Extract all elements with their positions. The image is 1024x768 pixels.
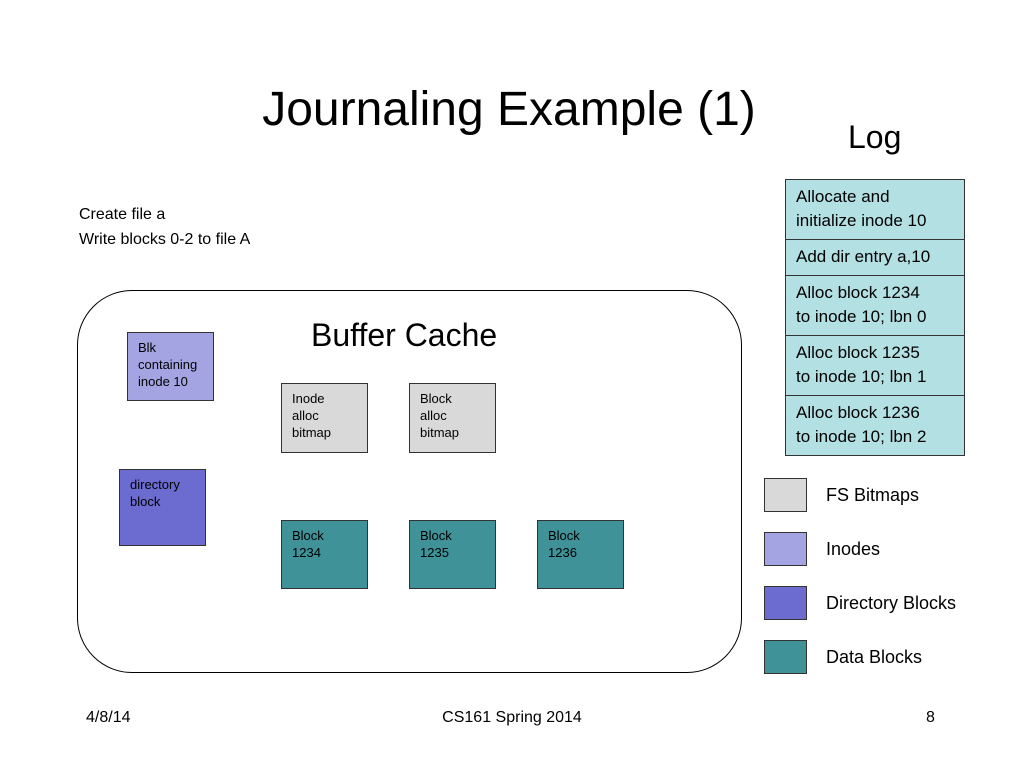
log-entry-text: to inode 10; lbn 0 xyxy=(796,307,927,326)
block-text: directory xyxy=(130,477,180,492)
block-text: Block xyxy=(420,528,452,543)
block-text: alloc xyxy=(420,408,447,423)
block-text: bitmap xyxy=(420,425,460,440)
legend-label: FS Bitmaps xyxy=(826,485,920,505)
directory-block: directory block xyxy=(119,469,206,546)
legend-label: Inodes xyxy=(826,539,881,559)
legend-label: Data Blocks xyxy=(826,647,923,667)
inode-alloc-bitmap: Inode alloc bitmap xyxy=(281,383,368,453)
log-entry: Allocate and initialize inode 10 xyxy=(785,179,965,240)
block-text: 1234 xyxy=(292,545,321,560)
description-line: Create file a xyxy=(79,206,166,223)
footer-course: CS161 Spring 2014 xyxy=(442,709,582,726)
block-alloc-bitmap: Block alloc bitmap xyxy=(409,383,496,453)
buffer-cache-region xyxy=(77,290,742,673)
buffer-cache-label: Buffer Cache xyxy=(311,317,498,353)
log-entry-text: to inode 10; lbn 1 xyxy=(796,367,927,386)
block-text: Block xyxy=(292,528,324,543)
log-entry-text: Allocate and xyxy=(796,187,890,206)
block-text: Blk xyxy=(138,340,157,355)
legend-swatch xyxy=(764,640,807,674)
legend-swatch xyxy=(764,478,807,512)
block-text: alloc xyxy=(292,408,319,423)
operation-description: Create file a Write blocks 0-2 to file A xyxy=(79,202,250,252)
description-line: Write blocks 0-2 to file A xyxy=(79,231,251,248)
log-entry: Alloc block 1234 to inode 10; lbn 0 xyxy=(785,275,965,336)
inode-block: Blk containing inode 10 xyxy=(127,332,214,401)
legend-swatch xyxy=(764,586,807,620)
footer-date: 4/8/14 xyxy=(86,709,131,726)
block-text: Block xyxy=(548,528,580,543)
log-entry-text: Alloc block 1236 xyxy=(796,403,920,422)
journal-log: Allocate and initialize inode 10 Add dir… xyxy=(785,179,965,456)
block-text: containing xyxy=(138,357,198,372)
block-text: 1236 xyxy=(548,545,577,560)
block-text: 1235 xyxy=(420,545,449,560)
log-entry-text: Add dir entry a,10 xyxy=(796,247,931,266)
log-entry: Add dir entry a,10 xyxy=(785,239,965,276)
log-entry: Alloc block 1236 to inode 10; lbn 2 xyxy=(785,395,965,456)
block-text: block xyxy=(130,494,161,509)
footer-page-number: 8 xyxy=(926,709,935,726)
data-block-1234: Block 1234 xyxy=(281,520,368,589)
log-entry-text: initialize inode 10 xyxy=(796,211,927,230)
slide-title: Journaling Example (1) xyxy=(262,83,756,136)
block-text: Inode xyxy=(292,391,325,406)
data-block-1235: Block 1235 xyxy=(409,520,496,589)
data-block-1236: Block 1236 xyxy=(537,520,624,589)
log-entry-text: Alloc block 1235 xyxy=(796,343,920,362)
log-title: Log xyxy=(848,119,902,155)
log-entry-text: to inode 10; lbn 2 xyxy=(796,427,927,446)
block-text: inode 10 xyxy=(138,374,188,389)
legend-label: Directory Blocks xyxy=(826,593,957,613)
legend-swatch xyxy=(764,532,807,566)
block-text: bitmap xyxy=(292,425,332,440)
log-entry-text: Alloc block 1234 xyxy=(796,283,920,302)
block-text: Block xyxy=(420,391,452,406)
log-entry: Alloc block 1235 to inode 10; lbn 1 xyxy=(785,335,965,396)
